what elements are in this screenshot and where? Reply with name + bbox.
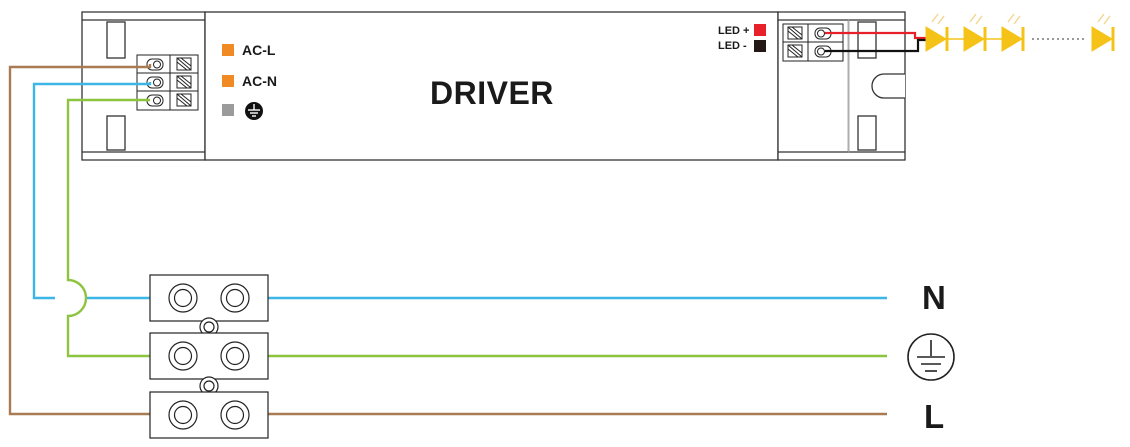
led-negative-wire — [825, 38, 930, 53]
driver-title: DRIVER — [430, 75, 554, 111]
connector-block-live — [149, 391, 269, 439]
connector-strip — [149, 274, 269, 439]
led-positive-swatch — [754, 24, 766, 36]
connector-link-1 — [199, 317, 219, 337]
output-screw — [814, 27, 832, 58]
live-wire — [8, 64, 152, 416]
led-positive-wire — [825, 31, 930, 40]
led-output-wires — [825, 31, 930, 53]
led-positive-label: LED + — [718, 25, 750, 37]
led-string — [925, 13, 1115, 52]
ac-n-swatch — [222, 75, 234, 87]
neutral-wire — [32, 82, 152, 300]
connector-link-2 — [199, 376, 219, 396]
led-negative-swatch — [754, 40, 766, 52]
connector-block-earth — [149, 332, 269, 380]
live-label: L — [924, 398, 945, 435]
input-clamp-hatch — [176, 57, 192, 107]
led-diode-icon — [925, 13, 949, 52]
earth-ground-icon — [245, 102, 263, 120]
earth-swatch — [222, 104, 234, 116]
mains-wires — [8, 64, 887, 416]
ac-l-label: AC-L — [242, 42, 276, 58]
output-clamp-hatch — [787, 26, 803, 58]
led-diode-icon — [963, 13, 987, 52]
earth-wire — [66, 98, 150, 358]
ac-l-swatch — [222, 44, 234, 56]
mains-earth-icon — [907, 333, 955, 381]
ac-n-label: AC-N — [242, 73, 277, 89]
led-diode-icon — [1001, 13, 1025, 52]
output-terminal-block — [782, 23, 844, 62]
led-negative-label: LED - — [718, 40, 747, 52]
neutral-label: N — [922, 279, 946, 316]
connector-block-neutral — [149, 274, 269, 322]
driver-housing — [81, 11, 906, 161]
input-screw — [146, 58, 164, 107]
led-diode-icon — [1091, 13, 1115, 52]
input-terminal-block — [136, 54, 199, 111]
